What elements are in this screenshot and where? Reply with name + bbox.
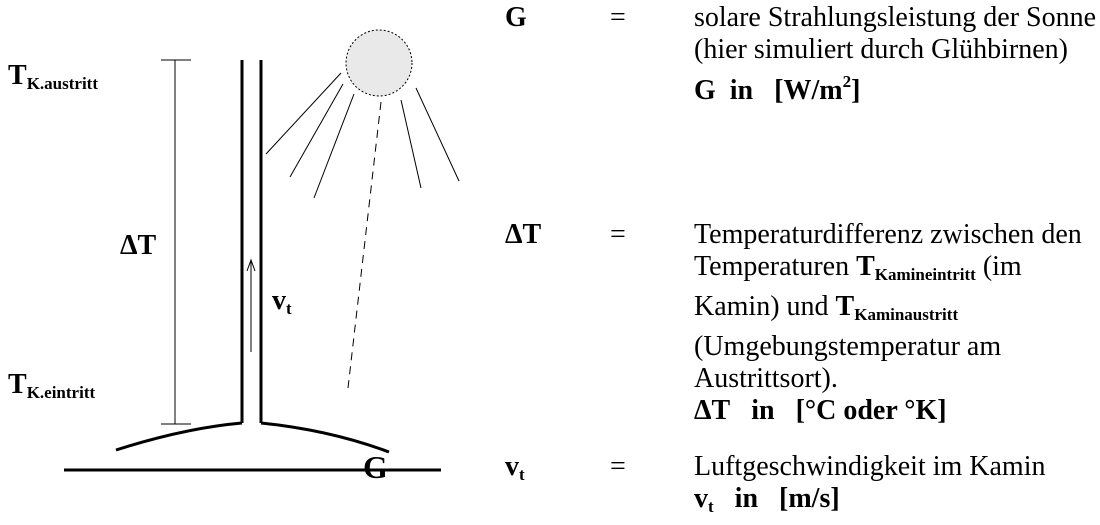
sun-ray-1 xyxy=(265,72,342,155)
legend-symbol-v-t: vt xyxy=(505,451,525,484)
v-t-description-text: Luftgeschwindigkeit im Kamin xyxy=(694,451,1046,482)
legend-equals-v-t: = xyxy=(610,451,626,482)
sun-ray-4 xyxy=(400,99,422,189)
legend-description-delta-t: Temperaturdifferenz zwischen den Tempera… xyxy=(694,219,1082,426)
sun-icon xyxy=(345,29,413,97)
sun-ray-2 xyxy=(289,83,344,178)
legend-symbol-delta-t: ΔT xyxy=(505,219,542,250)
g-description-text: solare Strahlungsleistung der Sonne (hie… xyxy=(694,2,1097,65)
collector-roof-left xyxy=(115,421,243,452)
legend-equals-delta-t: = xyxy=(610,219,626,250)
solar-chimney-diagram xyxy=(64,29,460,472)
sun-rays xyxy=(265,72,460,199)
g-unit: G in [W/m2] xyxy=(694,72,861,106)
sun-ray-3 xyxy=(313,93,355,199)
legend-equals-g: = xyxy=(610,2,626,33)
t-austritt-label: TK.austritt xyxy=(8,60,98,93)
collector-roof-right xyxy=(260,421,390,454)
v-t-label: vt xyxy=(272,285,292,318)
radiation-dashed-ray xyxy=(347,101,382,389)
airflow-arrow-head xyxy=(246,258,256,272)
legend-description-g: solare Strahlungsleistung der Sonne (hie… xyxy=(694,2,1100,107)
t-eintritt-label: TK.eintritt xyxy=(8,369,96,402)
delta-t-label: ΔT xyxy=(120,230,157,261)
delta-t-unit: ΔT in [°C oder °K] xyxy=(694,395,947,426)
legend-symbol-g: G xyxy=(505,2,527,33)
g-label: G xyxy=(363,449,388,485)
legend: G = solare Strahlungsleistung der Sonne … xyxy=(505,0,1100,525)
legend-description-v-t: Luftgeschwindigkeit im Kamin vt in [m/s] xyxy=(694,451,1100,523)
v-t-unit: vt in [m/s] xyxy=(694,483,840,516)
sun-ray-5 xyxy=(415,87,460,182)
